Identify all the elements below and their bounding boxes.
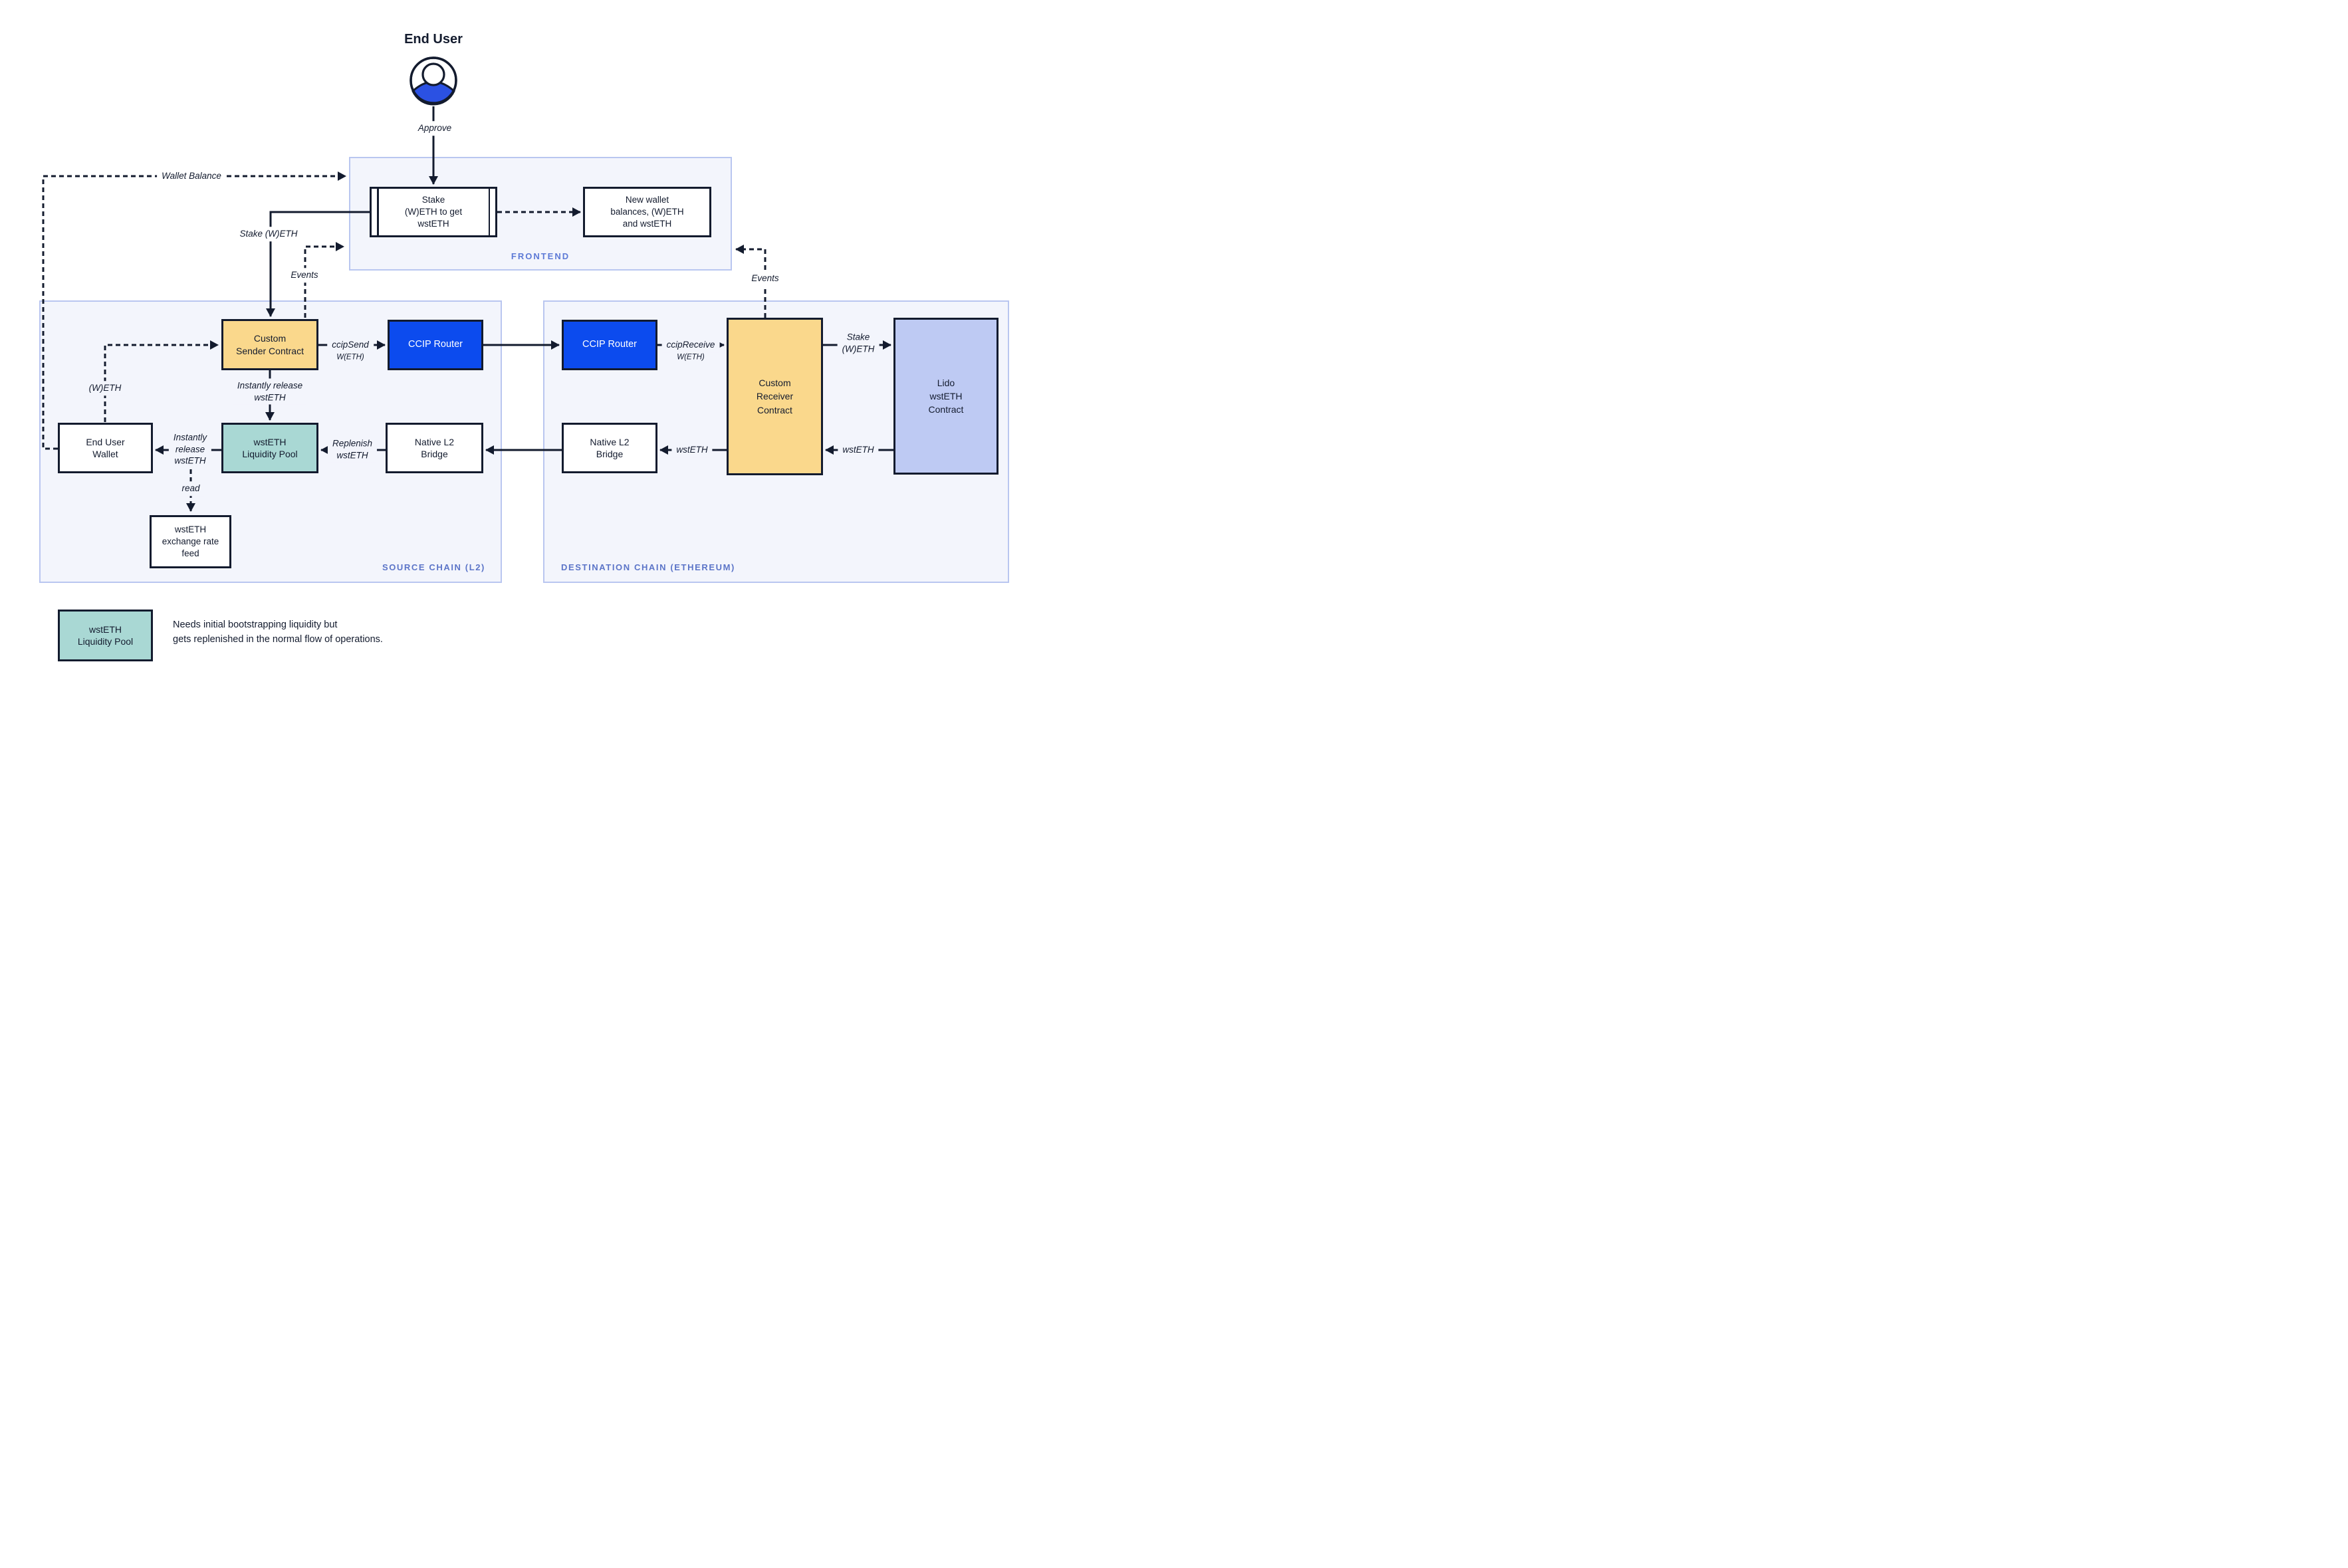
label-stake-weth: Stake (W)ETH [235,227,302,241]
label-stake-weth-destination: Stake (W)ETH [837,330,880,356]
label-wallet-balance: Wallet Balance [157,169,226,183]
label-events-destination: Events [747,271,784,286]
node-native-l2-bridge-destination: Native L2 Bridge [562,423,657,473]
label-ccipsend: ccipSend [327,338,374,352]
end-user-title: End User [404,32,463,47]
label-ccipreceive: ccipReceive [661,338,720,352]
frontend-label: FRONTEND [511,251,570,261]
connector-lines [42,106,893,512]
node-wsteth-liquidity-pool: wstETH Liquidity Pool [221,423,318,473]
label-instantly-release-pool: Instantly release wstETH [168,430,212,469]
arrow-events-source [304,242,344,318]
label-approve: Approve [413,121,457,136]
node-custom-receiver-contract: Custom Receiver Contract [727,318,823,475]
arrow-stake-weth [266,211,370,317]
label-read: read [177,481,205,496]
legend-description: Needs initial bootstrapping liquidity bu… [173,619,383,645]
node-custom-sender-contract: Custom Sender Contract [221,319,318,370]
arrow-weth [104,340,219,422]
label-instantly-release-sender: Instantly release wstETH [232,378,308,405]
label-ccipreceive-token: W(ETH) [673,352,708,364]
label-wsteth-to-bridge: wstETH [671,443,713,457]
legend-liquidity-pool-box: wstETH Liquidity Pool [58,610,153,661]
end-user-icon [410,56,457,106]
node-lido-wsteth-contract: Lido wstETH Contract [893,318,998,475]
node-end-user-wallet: End User Wallet [58,423,153,473]
node-ccip-router-destination: CCIP Router [562,320,657,370]
source-chain-label: SOURCE CHAIN (L2) [382,562,485,572]
label-events-source: Events [286,268,323,282]
node-native-l2-bridge-source: Native L2 Bridge [386,423,483,473]
node-stake-action: Stake (W)ETH to get wstETH [370,187,497,237]
label-weth: (W)ETH [84,381,126,395]
label-replenish: Replenish wstETH [327,436,378,463]
arrow-wallet-balance [42,171,346,450]
node-ccip-router-source: CCIP Router [388,320,483,370]
architecture-diagram: FRONTEND SOURCE CHAIN (L2) DESTINATION C… [0,0,1042,696]
label-ccipsend-token: W(ETH) [333,352,368,364]
node-wsteth-exchange-rate-feed: wstETH exchange rate feed [150,515,231,568]
label-wsteth-from-lido: wstETH [838,443,879,457]
node-new-wallet-balances: New wallet balances, (W)ETH and wstETH [583,187,711,237]
arrow-events-destination [735,245,766,318]
destination-chain-label: DESTINATION CHAIN (ETHEREUM) [561,562,735,572]
